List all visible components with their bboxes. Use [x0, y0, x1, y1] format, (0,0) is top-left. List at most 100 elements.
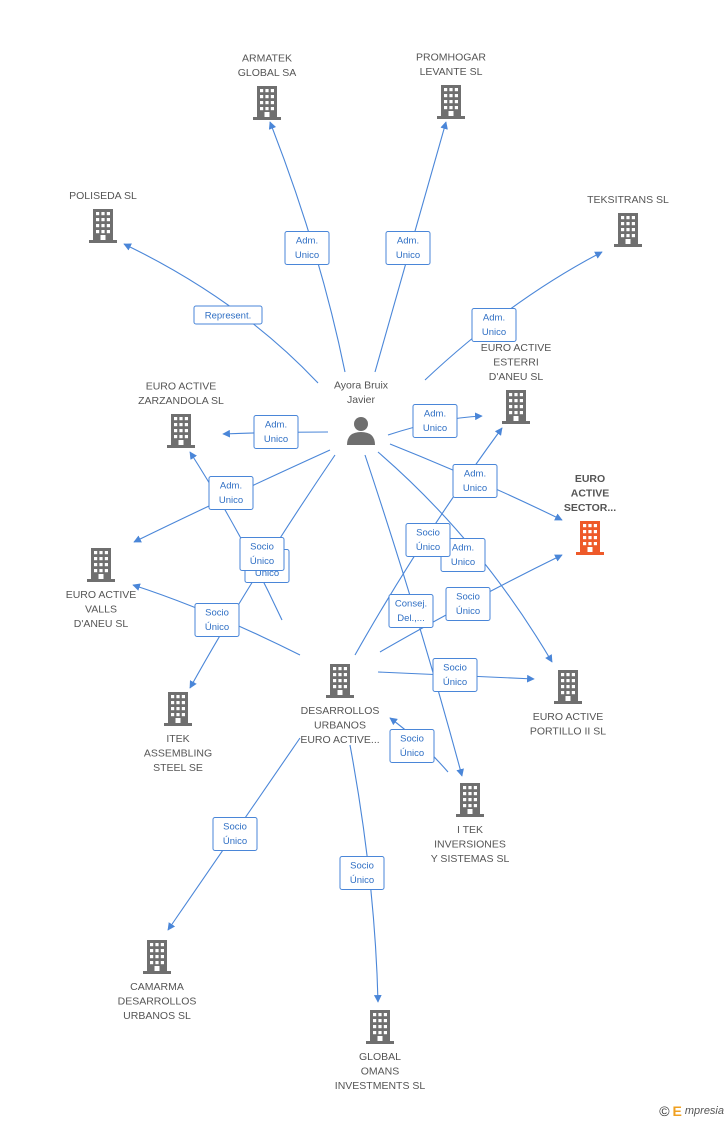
- relation-labels-layer: Adm.UnicoAdm.UnicoRepresent.Adm.UnicoAdm…: [193, 231, 517, 890]
- company-node-poliseda[interactable]: POLISEDA SL: [69, 190, 137, 243]
- relation-label-person-promhogar[interactable]: Adm.Unico: [385, 231, 431, 265]
- relation-label-person-armatek[interactable]: Adm.Unico: [284, 231, 330, 265]
- relation-text: Único: [400, 748, 424, 759]
- relation-label-person-teksitrans[interactable]: Adm.Unico: [471, 308, 517, 342]
- relation-text: Unico: [396, 250, 420, 261]
- relation-box: [385, 231, 431, 265]
- node-label-line: STEEL SE: [153, 762, 203, 774]
- node-label-line: PROMHOGAR: [416, 51, 486, 63]
- relation-label-person-portillo[interactable]: Adm.Unico: [440, 538, 486, 572]
- relation-text: Único: [350, 875, 374, 886]
- node-label-line: ITEK: [166, 733, 189, 745]
- node-label-line: I TEK: [457, 824, 483, 836]
- relation-text: Unico: [264, 434, 288, 445]
- building-icon: [89, 209, 117, 243]
- company-node-itek_inversiones[interactable]: I TEK INVERSIONES Y SISTEMAS SL: [431, 783, 510, 865]
- building-icon: [326, 664, 354, 698]
- brand-name[interactable]: mpresia: [684, 1105, 724, 1117]
- company-node-promhogar[interactable]: PROMHOGAR LEVANTE SL: [416, 51, 486, 119]
- relation-label-person-poliseda[interactable]: Represent.: [193, 305, 263, 325]
- building-icon: [502, 390, 530, 424]
- building-icon: [164, 692, 192, 726]
- relation-label-person-zarzandola[interactable]: Adm.Unico: [253, 415, 299, 449]
- relation-box: [194, 603, 240, 637]
- node-label-line: Y SISTEMAS SL: [431, 853, 510, 865]
- relation-box: [471, 308, 517, 342]
- relation-text: Unico: [463, 483, 487, 494]
- node-label-line: EURO ACTIVE...: [300, 734, 379, 746]
- node-label-line: URBANOS: [314, 720, 366, 732]
- relation-box: [445, 587, 491, 621]
- node-label-line: ASSEMBLING: [144, 748, 212, 760]
- company-node-teksitrans[interactable]: TEKSITRANS SL: [587, 194, 669, 247]
- building-icon: [87, 548, 115, 582]
- relation-text: Socio: [350, 861, 374, 872]
- relation-text: Adm.: [424, 409, 446, 420]
- edge-desarrollos-zarzandola: [189, 451, 283, 621]
- relation-text: Único: [205, 622, 229, 633]
- company-node-sector[interactable]: EUROACTIVESECTOR...: [564, 473, 616, 555]
- relation-text: Socio: [250, 542, 274, 553]
- relation-box: [339, 856, 385, 890]
- relation-text: Socio: [443, 663, 467, 674]
- relation-text: Único: [250, 556, 274, 567]
- building-icon: [253, 86, 281, 120]
- node-label-line: LEVANTE SL: [420, 66, 483, 78]
- relation-text: Adm.: [220, 481, 242, 492]
- relation-label-person-sector[interactable]: Adm.Unico: [452, 464, 498, 498]
- relation-text: Del.,...: [397, 613, 424, 624]
- relation-box: [432, 658, 478, 692]
- relation-text: Unico: [255, 568, 279, 579]
- node-label-line: INVERSIONES: [434, 839, 506, 851]
- node-label-line: URBANOS SL: [123, 1010, 191, 1022]
- relation-text: Único: [456, 606, 480, 617]
- node-label-line: ESTERRI: [493, 356, 539, 368]
- relation-box: [388, 594, 434, 628]
- company-node-zarzandola[interactable]: EURO ACTIVE ZARZANDOLA SL: [138, 380, 224, 448]
- building-icon: [143, 940, 171, 974]
- node-label-line: TEKSITRANS SL: [587, 194, 669, 206]
- relation-label-person-valls[interactable]: Adm.Unico: [208, 476, 254, 510]
- building-icon: [167, 414, 195, 448]
- relation-text: Único: [223, 836, 247, 847]
- relation-text: Represent.: [205, 311, 251, 322]
- relation-box: [284, 231, 330, 265]
- relation-text: Unico: [451, 557, 475, 568]
- node-label-line: EURO ACTIVE: [66, 589, 137, 601]
- node-label-line: INVESTMENTS SL: [335, 1080, 426, 1092]
- company-node-itek_assembling[interactable]: ITEK ASSEMBLING STEEL SE: [144, 692, 212, 774]
- node-label-line: VALLS: [85, 604, 117, 616]
- relation-box: [405, 523, 451, 557]
- building-icon: [366, 1010, 394, 1044]
- relation-text: Socio: [205, 608, 229, 619]
- node-label-line: ZARZANDOLA SL: [138, 395, 224, 407]
- relation-text: Adm.: [296, 236, 318, 247]
- relation-box: [239, 537, 285, 571]
- copyright-symbol: ©: [659, 1103, 670, 1119]
- node-label-line: EURO ACTIVE: [146, 380, 217, 392]
- relation-label-person-esterri[interactable]: Adm.Unico: [412, 404, 458, 438]
- relation-text: Socio: [400, 734, 424, 745]
- node-label-line: D'ANEU SL: [489, 371, 544, 383]
- node-label-line: ACTIVE: [571, 487, 610, 499]
- relation-text: Socio: [456, 592, 480, 603]
- relation-text: Único: [416, 542, 440, 553]
- relation-label-person-itek_inversiones[interactable]: Consej.Del.,...: [388, 594, 434, 628]
